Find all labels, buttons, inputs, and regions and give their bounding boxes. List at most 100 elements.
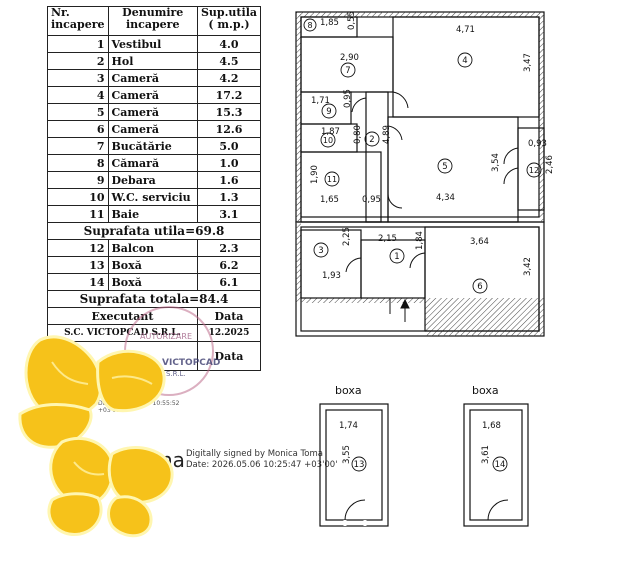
dim-r7-w: 2,90 [340,53,359,63]
door-swings [345,91,519,314]
butterfly-sticker-icon [18,335,174,538]
room-area: 5.0 [196,137,262,155]
dim-r10-w: 1,87 [321,127,340,137]
dim-r6-w: 3,64 [470,237,489,247]
boxa-13-height: 3,55 [342,445,352,464]
stamp-line-3: S.R.L. [166,370,186,378]
sig1-line3: +03'00' [98,407,122,414]
suprafata-utila-row: Suprafata utila=69.8 [47,222,261,240]
room-area: 15.3 [196,103,262,121]
room-name: Vestibul [107,35,198,53]
room-name: Cameră [107,86,198,104]
entrance-arrow-icon [400,298,410,322]
room-nr: 12 [47,239,109,257]
wall-hatching [296,12,544,336]
room-area: 2.3 [196,239,262,257]
room-nr: 3 [47,69,109,87]
dim-r6-h: 3,42 [523,257,533,276]
room-nr: 13 [47,256,109,274]
room-name: Boxă [107,256,198,274]
dim-r9-w: 1,71 [311,96,330,106]
room-nr: 2 [47,52,109,70]
dim-r5-w: 4,34 [436,193,455,203]
boxa-13-plan: boxa 1,74 3,55 13 [319,384,389,527]
room-number-markers [303,18,542,294]
room-num-3: 3 [318,246,323,256]
room-name: W.C. serviciu [107,188,198,206]
dim-hol: 4,89 [382,125,392,144]
room-num-11: 11 [327,175,337,184]
room-area: 4.2 [196,69,262,87]
suprafata-totala: Suprafata totala=84.4 [47,290,261,308]
dim-r4-w: 4,71 [456,25,475,35]
room-area: 17.2 [196,86,262,104]
suprafata-totala-row: Suprafata totala=84.4 [47,290,261,308]
boxa-13-num: 13 [354,460,365,470]
boxa-14-title: boxa [472,384,499,397]
dim-r11-h: 1,90 [310,165,320,184]
header-sup: Sup.utila ( m.p.) [196,6,262,36]
table-header-row: Nr. incapere Denumire incapere Sup.utila… [47,6,262,36]
room-nr: 8 [47,154,109,172]
room-name: Balcon [107,239,198,257]
room-nr: 14 [47,273,109,291]
room-name: Cameră [107,103,198,121]
room-nr: 10 [47,188,109,206]
dim-r3-h: 2,25 [342,227,352,246]
room-nr: 6 [47,120,109,138]
suprafata-utila: Suprafata utila=69.8 [47,222,261,240]
room-name: Debara [107,171,198,189]
room-area: 4.0 [196,35,262,53]
room-num-6: 6 [477,282,482,292]
room-nr: 1 [47,35,109,53]
room-number-labels: 8 7 4 9 10 2 5 11 12 3 1 6 [307,21,539,292]
room-area: 3.1 [196,205,262,223]
room-area: 1.0 [196,154,262,172]
room-num-7: 7 [345,66,350,76]
room-nr: 5 [47,103,109,121]
room-area-table: Nr. incapere Denumire incapere Sup.utila… [47,6,262,371]
stamp-line-1: AUTORIZARE [140,332,192,341]
dim-vest-w: 2,15 [378,234,397,244]
dim-r8-h: 0,55 [347,11,357,30]
room-area: 1.3 [196,188,262,206]
room-nr: 7 [47,137,109,155]
boxa-13-width: 1,74 [339,421,358,431]
dim-r8-w: 1,85 [320,18,339,28]
dim-r12-w: 0,93 [528,139,547,149]
room-num-5: 5 [442,162,447,172]
room-name: Cameră [107,120,198,138]
sig2-line2: Date: 2026.05.06 10:25:47 +03'00' [186,460,338,470]
digital-signature-2: Digitally signed by Monica Toma Date: 20… [186,449,338,471]
header-denumire: Denumire incapere [107,6,198,36]
interior-walls [300,16,545,332]
stamp-line-2: VICTOPCAD [162,358,221,368]
dim-vest-h: 1,84 [415,231,425,250]
dim-r12-h: 2,46 [545,155,555,174]
floor-plan: 8 7 4 9 10 2 5 11 12 3 1 6 1,85 0,55 2,9… [295,11,555,337]
boxa-14-plan: boxa 1,68 3,61 14 [463,384,529,527]
dim-r4-h: 3,47 [523,53,533,72]
room-nr: 9 [47,171,109,189]
room-name: Bucătărie [107,137,198,155]
room-name: Hol [107,52,198,70]
boxa-14-height: 3,61 [481,445,491,464]
room-name: Cămară [107,154,198,172]
room-num-8: 8 [307,21,312,30]
boxa-13-title: boxa [335,384,362,397]
dimension-labels: 1,85 0,55 2,90 4,71 3,47 1,71 0,95 1,87 … [310,11,555,281]
